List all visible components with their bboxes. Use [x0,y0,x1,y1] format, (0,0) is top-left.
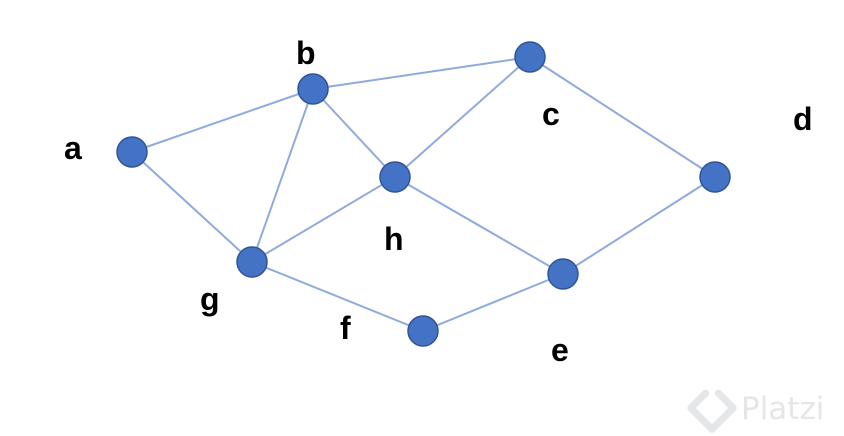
edge-a-b [131,88,314,153]
node-label-b: b [296,35,316,71]
edge-f-g [251,261,424,332]
node-h [379,161,411,193]
node-label-e: e [551,332,569,368]
node-label-f: f [340,310,351,346]
platzi-logo-icon [687,389,737,433]
node-label-c: c [542,96,560,132]
edge-a-g [131,151,253,263]
edge-e-f [422,273,564,332]
node-g [236,246,268,278]
watermark-text: Platzi [741,391,824,427]
edge-g-h [251,176,396,263]
edge-b-h [312,88,396,178]
node-label-d: d [793,101,813,137]
edge-d-e [562,176,716,275]
edge-b-g [251,88,314,263]
node-c [514,41,546,73]
node-f [407,315,439,347]
node-a [116,136,148,168]
nodes-layer [116,41,731,347]
node-b [297,73,329,105]
edge-b-c [312,56,531,90]
edges-layer [131,56,716,332]
node-d [699,161,731,193]
watermark: Platzi [687,389,824,433]
node-label-g: g [200,281,220,317]
node-e [547,258,579,290]
node-label-h: h [384,221,404,257]
node-label-a: a [64,130,82,166]
edge-e-h [394,176,564,275]
edge-c-d [529,56,716,178]
edge-c-h [394,56,531,178]
labels-layer: a b c d e f g h [64,35,813,368]
